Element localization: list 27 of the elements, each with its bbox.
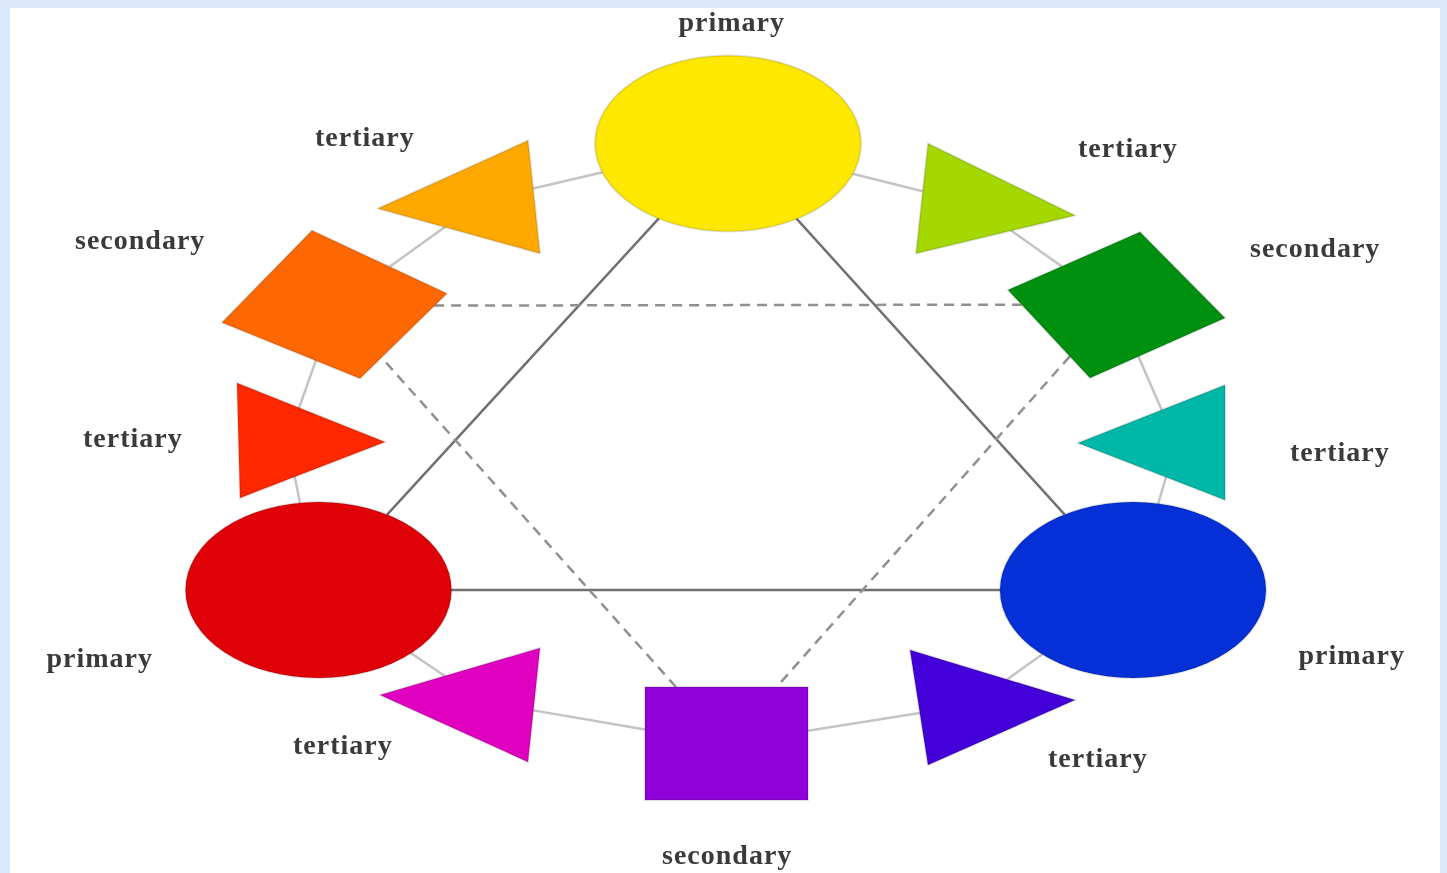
connector-line: [1157, 476, 1168, 504]
connector-line: [1006, 653, 1044, 681]
connector-line: [410, 651, 446, 677]
connector-line: [1137, 356, 1163, 411]
connector-line: [852, 172, 924, 193]
connector-line: [795, 217, 1066, 516]
shape-label: primary: [1298, 639, 1406, 671]
shape-label: tertiary: [315, 121, 415, 153]
connector-line: [297, 359, 318, 409]
connector-line: [293, 476, 302, 504]
shape-label: secondary: [662, 839, 793, 871]
shape-label: tertiary: [1048, 742, 1148, 774]
shape-label: tertiary: [83, 422, 183, 454]
shape-label: tertiary: [1078, 132, 1178, 164]
shape-label: primary: [46, 642, 154, 674]
shape-label: tertiary: [1290, 436, 1390, 468]
connector-line: [532, 171, 603, 190]
shape-label: tertiary: [293, 729, 393, 761]
connector-line: [1010, 229, 1063, 268]
connector-line: [533, 709, 646, 731]
shape-label: primary: [678, 6, 786, 38]
connector-line: [389, 225, 447, 268]
shape-label: secondary: [1250, 232, 1381, 264]
connector-line: [386, 217, 660, 516]
dashed-line: [434, 303, 1022, 307]
connector-line: [451, 588, 1000, 592]
shape-label: secondary: [75, 224, 206, 256]
